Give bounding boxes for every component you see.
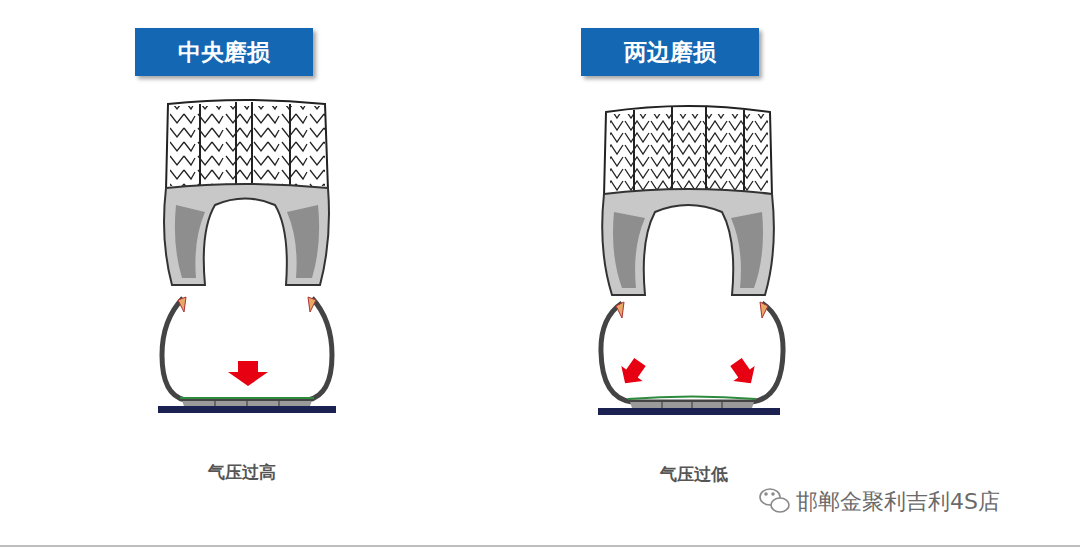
header-text: 中央磨损: [178, 37, 270, 68]
tire-section-right: [602, 106, 774, 295]
header-box: 中央磨损: [135, 28, 313, 76]
pressure-arrow: [228, 361, 268, 386]
caption-label: 气压过低: [660, 463, 728, 486]
tire-profile-left: [158, 297, 336, 413]
caption-label: 气压过高: [208, 461, 276, 484]
bottom-rule: [0, 545, 1080, 547]
header-box: 两边磨损: [581, 28, 759, 76]
tire-section-left: [164, 100, 329, 285]
header-text: 两边磨损: [624, 37, 716, 68]
pressure-arrow: [614, 355, 650, 391]
watermark: 邯郸金聚利吉利4S店: [796, 487, 1000, 517]
wechat-icon: [760, 489, 789, 512]
tire-profile-right: [598, 302, 783, 415]
pressure-arrow: [725, 355, 761, 391]
